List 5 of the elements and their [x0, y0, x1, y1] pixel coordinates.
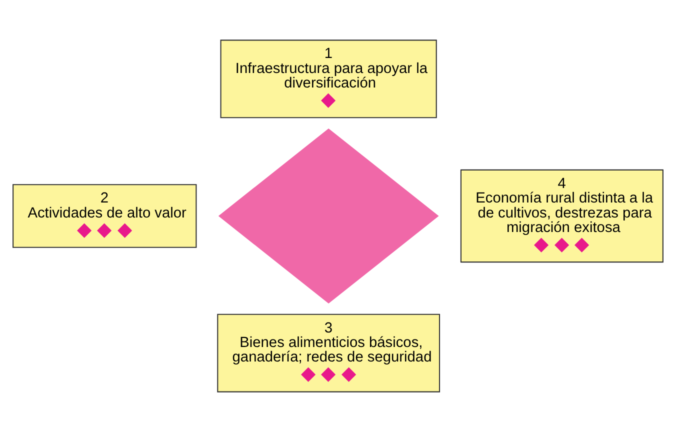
node-box: 1 Infraestructura para apoyar la diversificación ◆ [220, 40, 437, 118]
node-box: 2 Actividades de alto valor ◆ ◆ ◆ [12, 184, 197, 248]
node-diamond [218, 128, 439, 304]
node-box: 4 Economía rural distinta a la de cultivos, destrezas para migración exitosa ◆ ◆ ◆ [460, 169, 664, 263]
node-box: 3 Bienes alimenticios básicos, ganadería; redes de seguridad ◆ ◆ ◆ [217, 314, 440, 392]
